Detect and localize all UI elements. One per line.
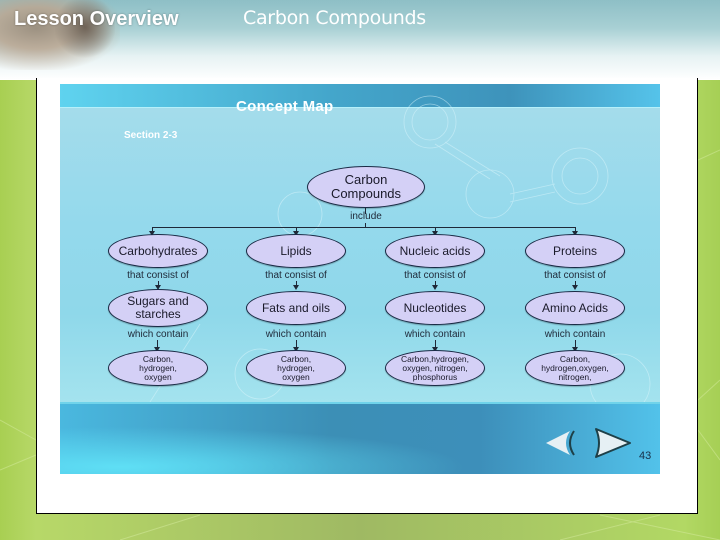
next-button[interactable]: [592, 426, 632, 460]
node-label: Carbon,hydrogen,: [400, 353, 470, 364]
node-carbohydrates: Carbohydrates: [108, 234, 208, 268]
node-label: Nucleic acids: [399, 244, 471, 258]
node-lipids: Lipids: [246, 234, 346, 268]
connector-line: [152, 227, 153, 232]
node-amino-acids: Amino Acids: [525, 291, 625, 325]
node-label: Fats and oils: [261, 300, 331, 315]
connector-line: [435, 227, 436, 232]
lesson-title: Lesson Overview: [14, 8, 179, 30]
node-label: Sugars and: [127, 294, 189, 308]
connector-line: [435, 281, 436, 286]
node-nucleotides: Nucleotides: [385, 291, 485, 325]
link-contain: which contain: [265, 329, 327, 340]
node-elements-lipids: Carbon, hydrogen, oxygen: [246, 350, 346, 386]
connector-line: [365, 223, 366, 227]
connector-line: [575, 340, 576, 348]
node-elements-nucleic-acids: Carbon,hydrogen, oxygen, nitrogen, phosp…: [385, 350, 485, 386]
node-label: Carbohydrates: [118, 244, 198, 258]
header-banner: Lesson Overview Carbon Compounds: [0, 0, 720, 80]
link-consist-of: that consist of: [127, 270, 189, 281]
connector-line: [157, 340, 158, 348]
link-consist-of: that consist of: [265, 270, 327, 281]
connector-line: [158, 281, 159, 286]
arrow-icon: [432, 285, 438, 290]
link-contain: which contain: [544, 329, 606, 340]
connector-line: [296, 340, 297, 348]
concept-map-panel: Concept Map Section 2-3 Carbon Compounds…: [60, 84, 660, 474]
node-label: oxygen: [144, 371, 172, 382]
node-label: Proteins: [552, 244, 598, 258]
topic-title: Carbon Compounds: [243, 7, 426, 29]
link-contain: which contain: [127, 329, 189, 340]
connector-line: [435, 340, 436, 348]
prev-arrow-icon: [546, 430, 575, 456]
node-label: Carbon: [344, 172, 388, 187]
page-number: 43: [639, 450, 652, 462]
node-label: Nucleotides: [403, 300, 467, 315]
node-sugars-starches: Sugars and starches: [108, 289, 208, 327]
node-label: Carbon,: [280, 353, 312, 364]
node-label: oxygen: [282, 371, 310, 382]
node-proteins: Proteins: [525, 234, 625, 268]
node-label: starches: [135, 307, 181, 321]
node-label: Compounds: [330, 186, 402, 201]
connector-line: [296, 281, 297, 286]
node-label: hydrogen,: [139, 362, 177, 373]
link-consist-of: that consist of: [544, 270, 606, 281]
prev-button[interactable]: [544, 428, 580, 458]
connector-line: [365, 208, 366, 214]
node-fats-oils: Fats and oils: [246, 291, 346, 325]
header-photo-figure: [55, 0, 115, 60]
connector-line: [296, 227, 297, 232]
link-include: include: [350, 211, 382, 222]
section-label: Section 2-3: [124, 130, 178, 141]
concept-map-title: Concept Map: [236, 98, 334, 115]
node-nucleic-acids: Nucleic acids: [385, 234, 485, 268]
node-label: nitrogen,: [558, 371, 592, 382]
node-label: Amino Acids: [541, 300, 609, 315]
node-label: Carbon,: [142, 353, 174, 364]
node-label: phosphorus: [412, 371, 458, 382]
node-label: hydrogen,: [277, 362, 315, 373]
arrow-icon: [155, 285, 161, 290]
node-elements-carbohydrates: Carbon, hydrogen, oxygen: [108, 350, 208, 386]
connector-bar: [152, 227, 576, 228]
node-label: Carbon,: [559, 353, 591, 364]
next-arrow-icon: [595, 428, 631, 458]
link-consist-of: that consist of: [404, 270, 466, 281]
arrow-icon: [293, 285, 299, 290]
node-label: oxygen, nitrogen,: [402, 362, 468, 373]
connector-line: [575, 281, 576, 286]
panel-top-bar: [60, 84, 660, 108]
node-label: Lipids: [280, 244, 312, 258]
node-carbon-compounds: Carbon Compounds: [307, 166, 425, 208]
node-label: hydrogen,oxygen,: [541, 362, 609, 373]
connector-line: [575, 227, 576, 232]
node-elements-proteins: Carbon, hydrogen,oxygen, nitrogen,: [525, 350, 625, 386]
arrow-icon: [572, 285, 578, 290]
link-contain: which contain: [404, 329, 466, 340]
